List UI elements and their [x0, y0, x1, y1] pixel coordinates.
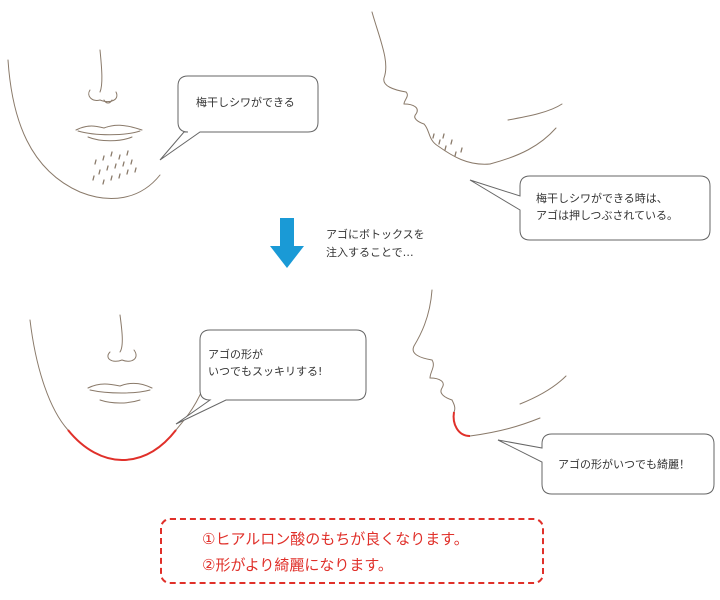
- side-chin-wrinkle-marks: [432, 133, 463, 157]
- face-side-after: [412, 289, 567, 437]
- speech-bubble-top-left: [159, 75, 319, 161]
- side-jawline-highlight: [452, 411, 471, 437]
- speech-bubble-bottom-left: [175, 329, 367, 425]
- face-front-before: [7, 49, 161, 199]
- chin-wrinkle-marks: [92, 150, 137, 185]
- bubble-text-bottom-left: アゴの形が いつでもスッキリする!: [208, 348, 323, 378]
- jawline-highlight: [67, 429, 177, 462]
- summary-box: ①ヒアルロン酸のもちが良くなります。 ②形がより綺麗になります。: [160, 518, 544, 584]
- arrow-caption: アゴにボトックスを 注入することで…: [326, 228, 425, 259]
- bubble-text-top-left: 梅干しシワができる: [196, 96, 295, 109]
- speech-bubble-bottom-right: [497, 433, 715, 495]
- face-front-after: [29, 314, 207, 431]
- down-arrow-icon: [270, 218, 304, 268]
- summary-line-1: ①ヒアルロン酸のもちが良くなります。: [202, 530, 469, 548]
- bubble-text-top-right: 梅干しシワができる時は、 アゴは押しつぶされている。: [536, 192, 679, 222]
- bubble-text-bottom-right: アゴの形がいつでも綺麗！: [558, 458, 690, 471]
- face-side-before: [371, 11, 563, 165]
- summary-line-2: ②形がより綺麗になります。: [202, 556, 393, 574]
- speech-bubble-top-right: [469, 175, 711, 241]
